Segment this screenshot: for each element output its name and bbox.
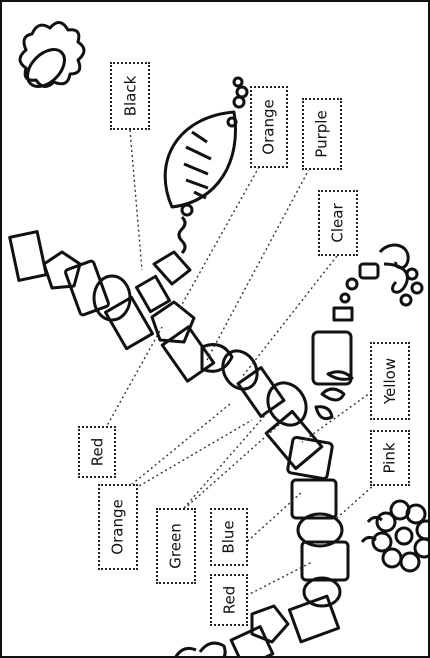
label-orange-top-text: Orange bbox=[260, 99, 278, 155]
bead-strand-upper bbox=[8, 230, 324, 471]
label-blue-text: Blue bbox=[219, 520, 238, 554]
label-pink-text: Pink bbox=[380, 442, 399, 474]
label-green: Green bbox=[156, 508, 196, 584]
leaf-pendant bbox=[163, 76, 249, 255]
label-yellow: Yellow bbox=[370, 342, 410, 420]
label-red-bottom: Red bbox=[210, 574, 248, 626]
label-black-text: Black bbox=[121, 75, 139, 117]
label-yellow-text: Yellow bbox=[381, 357, 399, 405]
flower-clasp bbox=[18, 21, 86, 88]
label-orange-bottom: Orange bbox=[98, 484, 138, 570]
label-clear: Clear bbox=[318, 190, 358, 256]
label-blue: Blue bbox=[210, 508, 248, 566]
label-pink: Pink bbox=[370, 430, 410, 486]
label-black: Black bbox=[110, 62, 150, 130]
label-red-bottom-text: Red bbox=[220, 585, 238, 615]
label-green-text: Green bbox=[167, 523, 185, 569]
right-chain bbox=[311, 243, 424, 421]
label-purple: Purple bbox=[302, 98, 342, 170]
label-red-left-text: Red bbox=[88, 437, 106, 467]
label-clear-text: Clear bbox=[329, 203, 348, 243]
leader-lines bbox=[97, 129, 395, 599]
label-red-left: Red bbox=[78, 426, 116, 478]
bead-strand-lower bbox=[174, 435, 350, 656]
label-orange-top: Orange bbox=[250, 86, 288, 168]
bead-cluster bbox=[360, 499, 428, 573]
label-orange-bottom-text: Orange bbox=[109, 499, 127, 555]
label-purple-text: Purple bbox=[313, 110, 331, 158]
